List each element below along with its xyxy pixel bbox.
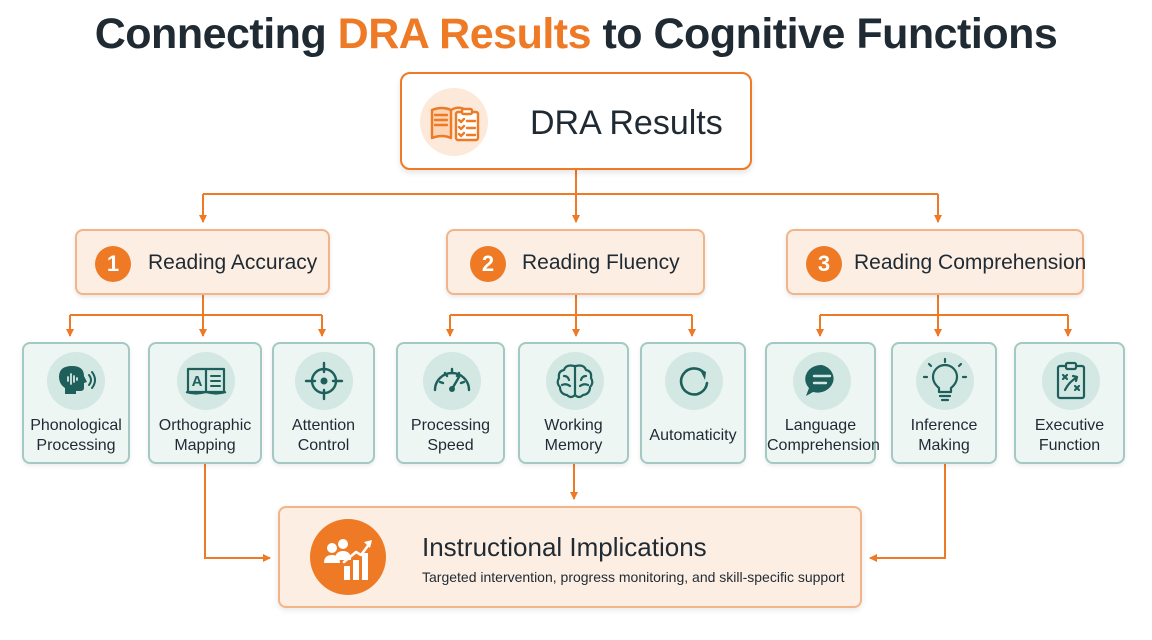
open-book-letters-icon: A [177, 352, 235, 410]
lightbulb-icon [916, 352, 974, 410]
function-label: Automaticity [649, 427, 737, 444]
category-number: 1 [95, 246, 131, 282]
refresh-cycle-icon [665, 352, 723, 410]
title-highlight: DRA Results [337, 10, 592, 58]
category-label: Reading Comprehension [854, 251, 1087, 274]
category-reading-accuracy: 1 Reading Accuracy [75, 229, 330, 295]
book-checklist-icon [420, 88, 488, 156]
function-label: Processing Speed [410, 417, 491, 454]
function-attention-control: Attention Control [272, 342, 375, 464]
function-orthographic-mapping: A Orthographic Mapping [148, 342, 262, 464]
function-label: Attention Control [291, 417, 356, 454]
title-prefix: Connecting [94, 10, 338, 58]
function-working-memory: Working Memory [518, 342, 629, 464]
head-sound-icon [47, 352, 105, 410]
category-number: 2 [470, 246, 506, 282]
connector-right-to-implications [869, 464, 946, 562]
people-growth-chart-icon [310, 519, 386, 595]
instructional-implications-box: Instructional Implications Targeted inte… [278, 506, 862, 608]
function-inference-making: Inference Making [891, 342, 997, 464]
page-title: Connecting DRA Results to Cognitive Func… [0, 10, 1152, 59]
function-label: Working Memory [544, 417, 603, 454]
crosshair-target-icon [295, 352, 353, 410]
function-label: Language Comprehension [767, 417, 880, 454]
connector-left-to-implications [204, 464, 271, 562]
category-reading-fluency: 2 Reading Fluency [446, 229, 705, 295]
speedometer-icon [423, 352, 481, 410]
root-label: DRA Results [530, 104, 723, 142]
function-executive-function: Executive Function [1014, 342, 1125, 464]
function-label: Phonological Processing [30, 417, 122, 454]
implications-subtitle: Targeted intervention, progress monitori… [422, 569, 845, 585]
function-automaticity: Automaticity [640, 342, 746, 464]
speech-bubble-icon [793, 352, 851, 410]
dra-results-box: DRA Results [400, 72, 752, 170]
brain-icon [546, 352, 604, 410]
function-processing-speed: Processing Speed [396, 342, 505, 464]
function-language-comprehension: Language Comprehension [765, 342, 880, 464]
function-label: Executive Function [1034, 417, 1105, 454]
category-reading-comprehension: 3 Reading Comprehension [786, 229, 1087, 295]
strategy-clipboard-icon [1042, 352, 1100, 410]
function-label: Orthographic Mapping [158, 417, 252, 454]
function-phonological-processing: Phonological Processing [22, 342, 130, 464]
svg-text:A: A [192, 373, 203, 390]
implications-title: Instructional Implications [422, 532, 707, 562]
category-label: Reading Fluency [522, 251, 680, 274]
function-label: Inference Making [910, 417, 978, 454]
category-label: Reading Accuracy [148, 251, 318, 274]
title-suffix: to Cognitive Functions [591, 10, 1058, 58]
category-number: 3 [806, 246, 842, 282]
